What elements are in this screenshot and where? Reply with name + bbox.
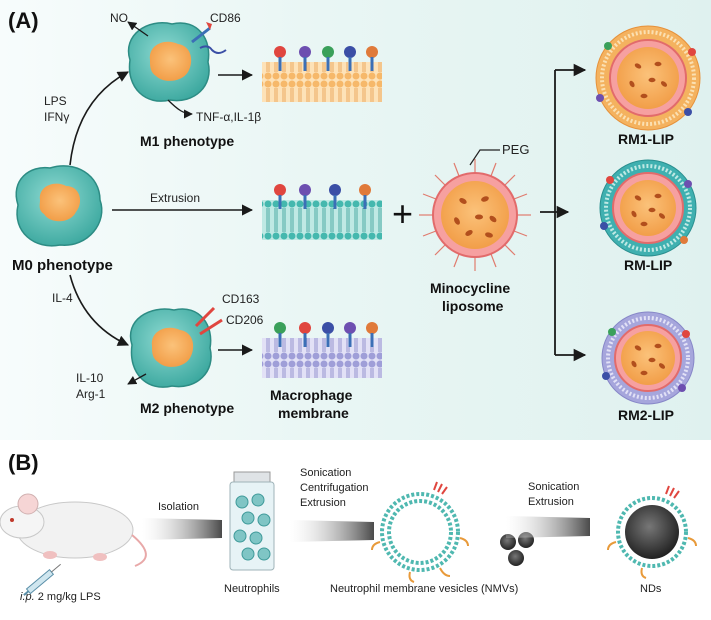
extrusion-label: Extrusion: [150, 191, 200, 205]
bracket-arrows: [540, 63, 587, 362]
neutrophil-tube: [229, 471, 275, 571]
m0-cell: [15, 165, 103, 247]
step1-centrifugation: Centrifugation: [300, 482, 369, 494]
m2-cell: [129, 306, 223, 388]
peg-label: PEG: [502, 142, 529, 157]
tnf-arrow: [167, 99, 193, 119]
panel-a-diagram: (A) M0 phenotype LPS IFNγ IL-4 Extrusion…: [8, 8, 701, 423]
lps-label: LPS: [44, 94, 67, 108]
m0-phenotype-label: M0 phenotype: [12, 257, 113, 274]
panel-b-diagram: (B) i.p. 2 mg/kg LPS Isolation Neutrophi…: [0, 450, 697, 603]
macrophage-membrane-label-1: Macrophage: [270, 387, 353, 403]
m0-membrane: [262, 184, 382, 240]
isolation-wedge: [142, 518, 222, 540]
minocycline-liposome: [419, 159, 531, 271]
macrophage-membrane-label-2: membrane: [278, 405, 349, 421]
sonication-wedge-1: [290, 520, 374, 542]
il10-label: IL-10: [76, 371, 104, 385]
rm-lip: [599, 159, 697, 257]
peg-pointer: [469, 149, 500, 166]
dose-prefix: i.p.: [20, 591, 35, 603]
dose-label: i.p. 2 mg/kg LPS: [20, 591, 101, 603]
cd206-label: CD206: [226, 313, 264, 327]
sonication-wedge-2: [506, 516, 590, 538]
nmvs-label: Neutrophil membrane vesicles (NMVs): [330, 583, 518, 595]
tnf-il1b-label: TNF-α,IL-1β: [196, 110, 261, 124]
nmv-vesicle: [371, 481, 469, 583]
panel-b: (B) i.p. 2 mg/kg LPS Isolation Neutrophi…: [0, 440, 711, 615]
m0-to-m2-arrow: [69, 274, 130, 346]
il4-label: IL-4: [52, 291, 73, 305]
panel-a: (A) M0 phenotype LPS IFNγ IL-4 Extrusion…: [0, 0, 711, 440]
syringe-icon: [23, 563, 61, 596]
rm-lip-label: RM-LIP: [624, 257, 672, 273]
il10-arrow: [127, 373, 147, 385]
neutrophils-label: Neutrophils: [224, 583, 280, 595]
minocycline-liposome-label-1: Minocycline: [430, 280, 510, 296]
nd-particle: [607, 485, 697, 579]
mouse-illustration: [0, 493, 147, 567]
no-label: NO: [110, 11, 128, 25]
nds-label: NDs: [640, 583, 662, 595]
cd163-label: CD163: [222, 292, 260, 306]
panel-a-label: (A): [8, 8, 39, 33]
m1-cell: [127, 22, 227, 102]
arg1-label: Arg-1: [76, 387, 106, 401]
rm1-lip-label: RM1-LIP: [618, 131, 674, 147]
plus-sign: +: [392, 193, 413, 234]
rm2-lip-label: RM2-LIP: [618, 407, 674, 423]
rm1-lip: [595, 25, 701, 131]
ifn-gamma-label: IFNγ: [44, 110, 69, 124]
m0-to-m1-arrow: [69, 71, 129, 166]
dose-text: 2 mg/kg LPS: [35, 591, 101, 603]
cd86-label: CD86: [210, 11, 241, 25]
m2-membrane: [262, 322, 382, 378]
step2-sonication: Sonication: [528, 481, 579, 493]
no-arrow: [127, 21, 149, 37]
m1-phenotype-label: M1 phenotype: [140, 133, 234, 149]
m2-phenotype-label: M2 phenotype: [140, 400, 234, 416]
m1-membrane: [262, 46, 382, 102]
isolation-label: Isolation: [158, 501, 199, 513]
minocycline-liposome-label-2: liposome: [442, 298, 504, 314]
rm2-lip: [601, 311, 695, 405]
step1-extrusion: Extrusion: [300, 497, 346, 509]
panel-b-label: (B): [8, 450, 39, 475]
step2-extrusion: Extrusion: [528, 496, 574, 508]
step1-sonication: Sonication: [300, 467, 351, 479]
